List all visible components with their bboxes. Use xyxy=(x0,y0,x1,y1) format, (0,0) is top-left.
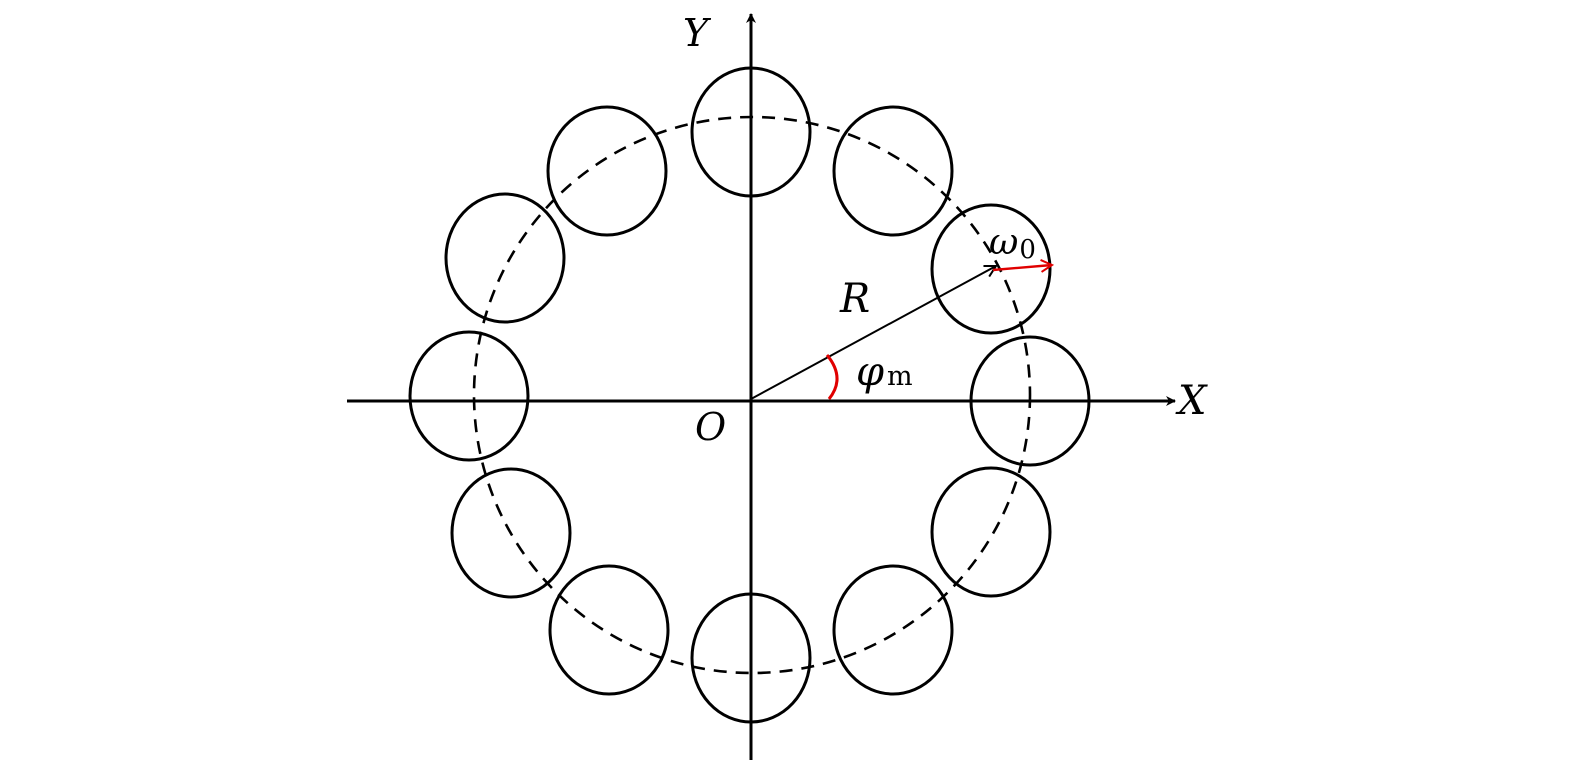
element-circle xyxy=(450,467,572,599)
y-axis-label: Y xyxy=(683,11,712,55)
element-circle xyxy=(930,466,1052,598)
radius-label: R xyxy=(839,276,870,322)
origin-label: O xyxy=(695,405,726,449)
element-circle xyxy=(546,105,668,237)
x-axis-label: X xyxy=(1175,378,1208,424)
element-circle xyxy=(548,564,670,696)
element-circle xyxy=(408,330,530,462)
omega-vector xyxy=(992,265,1052,270)
element-circle xyxy=(444,192,566,324)
omega-subscript: 0 xyxy=(1019,235,1036,265)
radius-vector xyxy=(750,266,996,400)
angle-arc xyxy=(825,354,839,400)
element-circle xyxy=(832,564,954,696)
angle-subscript: m xyxy=(887,361,913,392)
element-circle xyxy=(832,105,954,237)
omega-label: ω0 xyxy=(989,222,1036,265)
omega-symbol: ω xyxy=(989,222,1018,263)
angle-symbol: φ xyxy=(856,349,884,395)
